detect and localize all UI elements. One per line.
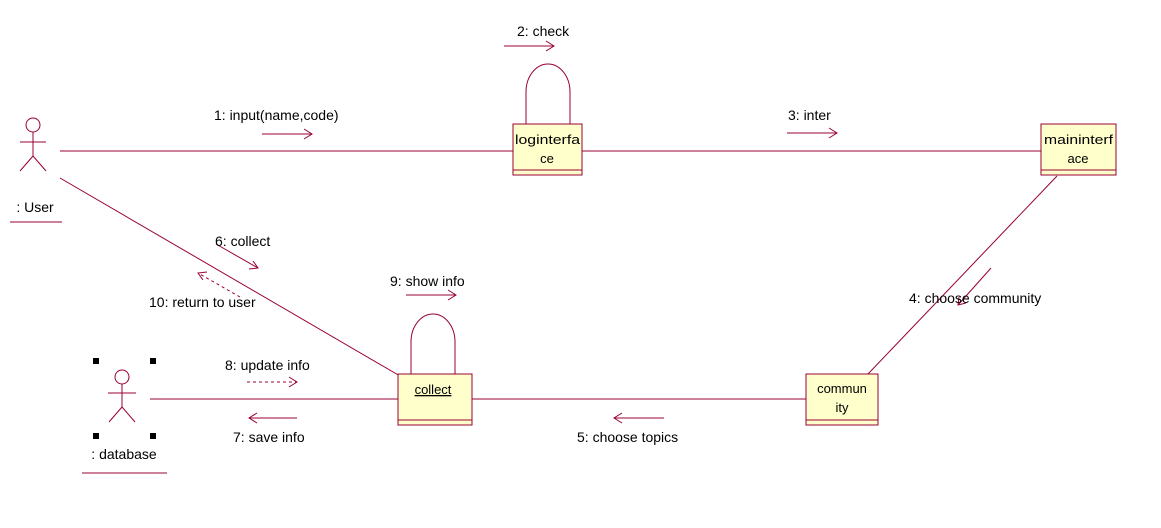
message-label-7: 7: save info [233,429,305,445]
message-label-2: 2: check [517,23,570,39]
selection-handles[interactable] [93,358,156,439]
message-label-10: 10: return to user [149,294,256,310]
message-label-1: 1: input(name,code) [214,107,339,123]
link-maininterface-community[interactable] [867,175,1058,375]
arrow-8 [247,376,298,388]
arrow-7 [248,412,297,424]
arrow-2 [504,40,555,52]
object-loginterface-name-line2: ce [540,151,554,166]
message-label-3: 3: inter [788,107,831,123]
actor-database-name: : database [91,446,157,462]
object-community-name-line1: commun [817,381,867,396]
arrow-10 [197,271,241,298]
object-maininterface-name-line2: ace [1068,151,1089,166]
object-loginterface[interactable]: loginterfa ce [512,123,583,176]
arrow-5 [613,412,664,424]
actor-user-name: : User [16,199,54,215]
object-collect[interactable]: collect [397,373,473,426]
actor-database-icon [114,369,130,385]
message-label-5: 5: choose topics [577,429,678,445]
actor-user[interactable] [10,117,62,223]
actor-database[interactable] [82,369,167,474]
object-maininterface-name-line1: maininterf [1044,132,1113,147]
object-maininterface[interactable]: maininterf ace [1040,123,1117,176]
selection-handle-top-left[interactable] [93,358,99,364]
message-label-8: 8: update info [225,357,310,373]
message-label-4: 4: choose community [909,290,1041,306]
object-collect-name: collect [415,382,452,397]
arrow-9 [406,289,457,301]
object-community-name-line2: ity [836,400,850,415]
arrow-3 [787,127,838,139]
object-loginterface-name-line1: loginterfa [515,132,581,147]
self-link-collect[interactable] [410,313,456,374]
actor-user-icon [25,117,41,133]
message-arrows [197,40,992,424]
selection-handle-top-right[interactable] [150,358,156,364]
arrow-6 [215,243,259,270]
message-label-6: 6: collect [215,233,270,249]
self-link-loginterface[interactable] [525,63,571,124]
links [59,63,1058,400]
arrow-4 [957,267,992,306]
object-community[interactable]: commun ity [805,373,879,426]
arrow-1 [262,128,313,140]
message-label-9: 9: show info [390,273,465,289]
selection-handle-bottom-right[interactable] [150,433,156,439]
link-user-collect[interactable] [59,177,401,377]
selection-handle-bottom-left[interactable] [93,433,99,439]
